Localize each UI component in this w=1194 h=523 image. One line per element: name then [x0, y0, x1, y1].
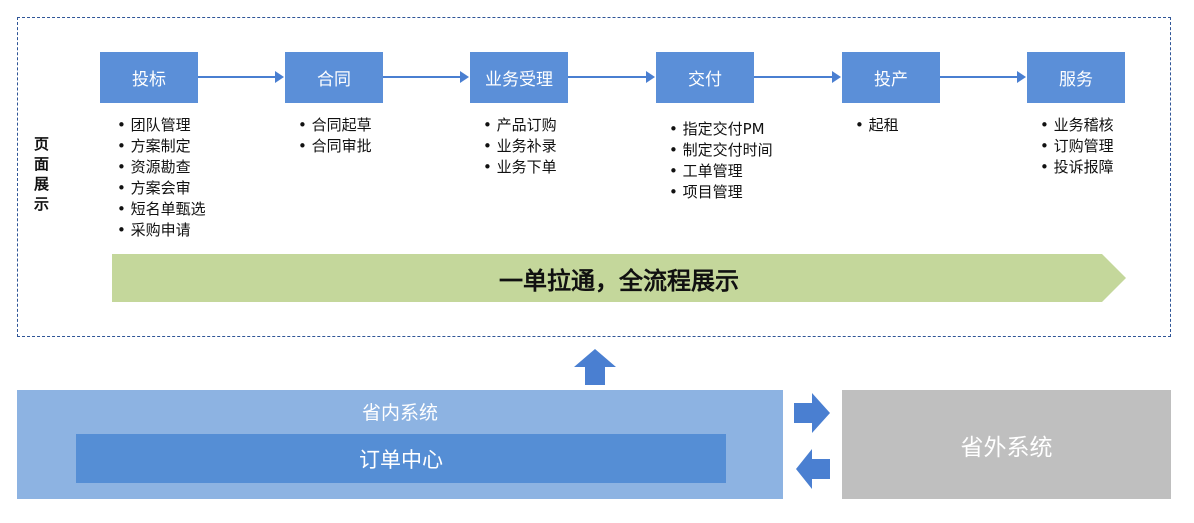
province-system-box: 省内系统 订单中心 [17, 390, 783, 499]
full-process-banner: 一单拉通，全流程展示 [112, 254, 1126, 302]
list-item: 方案会审 [117, 178, 206, 199]
banner-text: 一单拉通，全流程展示 [499, 266, 739, 295]
list-item: 订购管理 [1040, 136, 1114, 157]
stage-production: 投产 [842, 52, 940, 103]
flow-arrow-5 [940, 71, 1026, 83]
stage-contract: 合同 [285, 52, 383, 103]
list-item: 业务下单 [483, 157, 557, 178]
list-item: 投诉报障 [1040, 157, 1114, 178]
stage-business-acceptance: 业务受理 [470, 52, 568, 103]
flow-arrow-2 [383, 71, 469, 83]
stage-production-items: 起租 [855, 115, 899, 136]
list-item: 业务稽核 [1040, 115, 1114, 136]
flow-arrow-3 [568, 71, 655, 83]
page-display-frame [17, 17, 1171, 337]
flow-arrow-1 [198, 71, 284, 83]
list-item: 资源勘查 [117, 157, 206, 178]
list-item: 项目管理 [669, 182, 773, 203]
list-item: 指定交付PM [669, 119, 773, 140]
order-center-box: 订单中心 [76, 434, 726, 483]
list-item: 工单管理 [669, 161, 773, 182]
list-item: 制定交付时间 [669, 140, 773, 161]
list-item: 团队管理 [117, 115, 206, 136]
list-item: 合同起草 [298, 115, 372, 136]
stage-bidding: 投标 [100, 52, 198, 103]
list-item: 起租 [855, 115, 899, 136]
list-item: 合同审批 [298, 136, 372, 157]
page-display-label: 页面展示 [34, 135, 50, 213]
list-item: 业务补录 [483, 136, 557, 157]
flow-arrow-4 [754, 71, 841, 83]
stage-delivery-items: 指定交付PM 制定交付时间 工单管理 项目管理 [669, 119, 773, 203]
list-item: 方案制定 [117, 136, 206, 157]
stage-bidding-items: 团队管理 方案制定 资源勘查 方案会审 短名单甄选 采购申请 [117, 115, 206, 241]
up-arrow-icon [574, 349, 616, 385]
list-item: 产品订购 [483, 115, 557, 136]
banner-arrow-shape [112, 254, 1126, 302]
list-item: 采购申请 [117, 220, 206, 241]
stage-business-acceptance-items: 产品订购 业务补录 业务下单 [483, 115, 557, 178]
stage-delivery: 交付 [656, 52, 754, 103]
stage-service-items: 业务稽核 订购管理 投诉报障 [1040, 115, 1114, 178]
outside-system-box: 省外系统 [842, 390, 1171, 499]
list-item: 短名单甄选 [117, 199, 206, 220]
stage-contract-items: 合同起草 合同审批 [298, 115, 372, 157]
right-arrow-icon [794, 393, 830, 433]
left-arrow-icon [796, 449, 830, 489]
province-system-title: 省内系统 [361, 402, 438, 424]
stage-service: 服务 [1027, 52, 1125, 103]
